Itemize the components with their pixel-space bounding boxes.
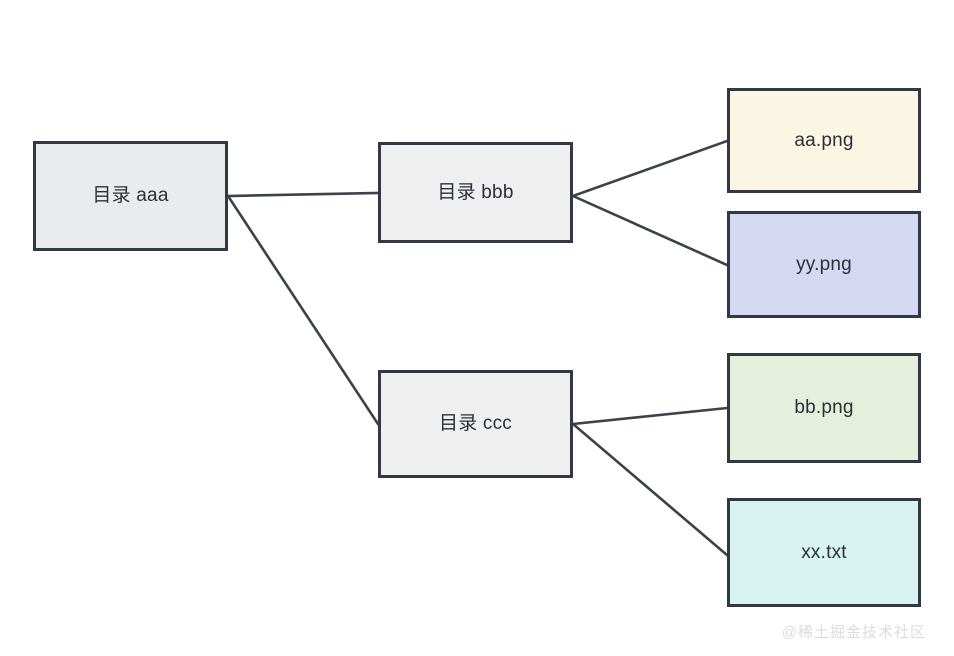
edge-aaa-to-ccc (226, 194, 380, 426)
node-directory-aaa[interactable]: 目录 aaa (33, 141, 228, 251)
node-file-xx-txt[interactable]: xx.txt (727, 498, 921, 607)
node-label-file-yy: yy.png (796, 253, 852, 275)
edge-ccc-to-xx-txt (571, 422, 729, 557)
edge-bbb-to-aa-png (571, 139, 729, 198)
node-file-aa-png[interactable]: aa.png (727, 88, 921, 193)
node-label-file-bb: bb.png (794, 397, 854, 419)
node-label-dir-ccc: 目录 ccc (439, 413, 512, 435)
node-label-dir-bbb: 目录 bbb (437, 181, 514, 203)
node-label-dir-aaa: 目录 aaa (92, 185, 169, 207)
edge-aaa-to-bbb (226, 191, 380, 198)
edge-bbb-to-yy-png (571, 194, 729, 267)
node-directory-bbb[interactable]: 目录 bbb (378, 142, 573, 243)
node-label-file-aa: aa.png (794, 129, 854, 151)
node-label-file-xx: xx.txt (801, 541, 847, 563)
edge-ccc-to-bb-png (571, 406, 729, 426)
node-file-yy-png[interactable]: yy.png (727, 211, 921, 318)
watermark: @稀土掘金技术社区 (781, 624, 926, 641)
node-file-bb-png[interactable]: bb.png (727, 353, 921, 463)
node-directory-ccc[interactable]: 目录 ccc (378, 370, 573, 478)
